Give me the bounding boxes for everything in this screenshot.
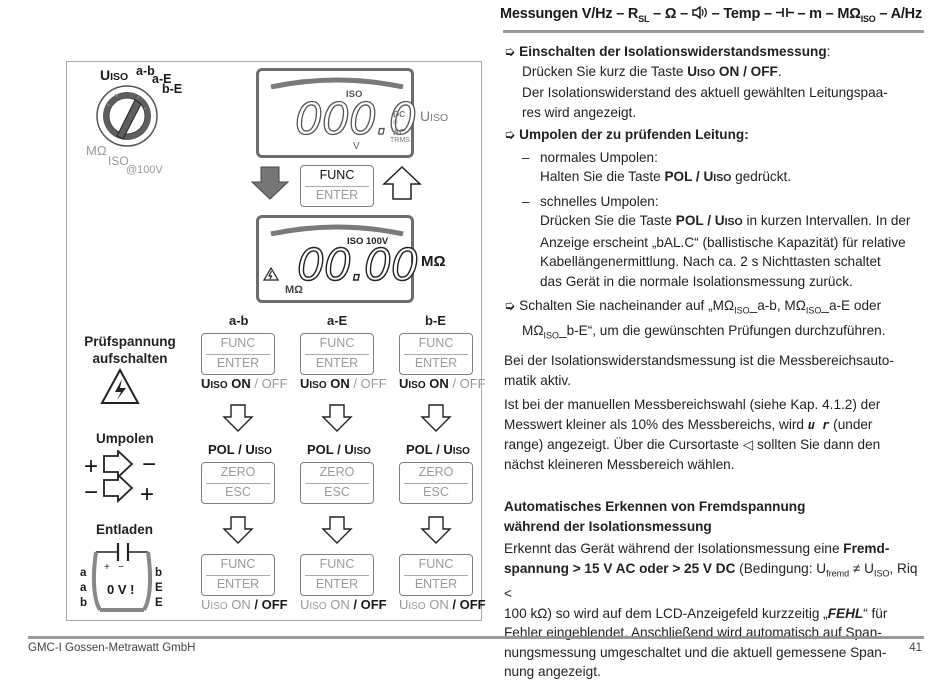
page-header-title: Messungen V/Hz – RSL – Ω – – Temp – – m … <box>500 5 922 24</box>
section-heading-fremdspannung: Automatisches Erkennen von Fremdspannung <box>504 499 806 515</box>
lcd2-digits: 00.00 <box>296 239 419 291</box>
uiso-on-label-ab: UISO ON / OFF <box>201 376 288 391</box>
reverse-polarity-icon: + − − + <box>84 450 156 506</box>
uiso-off-label-ae: UISO ON / OFF <box>300 597 387 612</box>
selector-label-mohm: MΩ <box>86 143 107 158</box>
entladen-label: Entladen <box>96 522 154 537</box>
right-letters: b E E <box>155 567 163 609</box>
zero-volt-label: 0 V ! <box>107 582 135 597</box>
selector-label-ab: a-b <box>136 64 155 78</box>
arrow-up-icon <box>382 165 422 200</box>
uiso-off-label-be: UISO ON / OFF <box>399 597 486 612</box>
umpolen-label: Umpolen <box>96 431 154 446</box>
svg-text:+: + <box>104 562 110 573</box>
high-voltage-warning-icon <box>263 267 279 281</box>
header-rule <box>503 30 924 33</box>
rotary-selector: UISO a-b a-E b-E MΩ ISO @100V <box>80 64 190 182</box>
lcd1-dc: DC <box>393 109 406 119</box>
triangle-bullet-icon: ➭ <box>504 127 520 142</box>
triangle-bullet-icon: ➭ <box>504 44 520 59</box>
arrow-down-outline-icon <box>420 404 452 432</box>
svg-text:+: + <box>84 453 98 480</box>
section-einschalten: ➭ Einschalten der Isolationswiderstandsm… <box>504 44 831 59</box>
lcd1-digits: 000.0 <box>294 93 417 145</box>
footer-company: GMC-I Gossen-Metrawatt GmbH <box>28 642 196 654</box>
uiso-on-label-be: UISO ON / OFF <box>399 376 486 391</box>
pol-uiso-label-be: POL / UISO <box>406 442 470 457</box>
arrow-down-outline-icon <box>321 404 353 432</box>
selector-knob-icon <box>96 85 158 147</box>
arrow-down-outline-icon <box>222 516 254 544</box>
lcd1-side-label: UISO <box>420 108 449 124</box>
svg-text:−: − <box>84 479 98 506</box>
column-label-ae: a-E <box>327 313 348 328</box>
lcd1-trms: TRMS <box>390 137 410 144</box>
page-number: 41 <box>909 642 922 654</box>
svg-text:+: + <box>140 481 154 506</box>
bargraph-arc <box>270 224 404 236</box>
lcd1-iso-label: ISO <box>346 89 363 100</box>
triangle-bullet-icon: ➭ <box>504 298 520 313</box>
buzzer-icon <box>692 5 707 20</box>
lcd2-iso100: ISO 100V <box>347 236 389 247</box>
uiso-on-label-ae: UISO ON / OFF <box>300 376 387 391</box>
selector-label-be: b-E <box>162 82 183 96</box>
capacitor-icon <box>775 8 794 17</box>
lcd1-ac: AC <box>393 127 406 137</box>
high-voltage-icon <box>100 368 140 404</box>
lcd1-unit-v: V <box>353 141 360 152</box>
lcd-display-voltage: ISO 000.0 V DC ≈ AC TRMS <box>256 68 418 158</box>
uiso-off-label-ab: UISO ON / OFF <box>201 597 288 612</box>
footer-rule <box>28 636 924 639</box>
operation-diagram <box>66 61 482 621</box>
bargraph-arc <box>270 77 404 89</box>
lcd1-wave: ≈ <box>393 117 398 127</box>
instructions-text: ➭ Einschalten der Isolationswiderstandsm… <box>504 42 922 682</box>
lcd2-unit: MΩ <box>285 284 303 296</box>
selector-label-100v: @100V <box>126 164 163 176</box>
pol-uiso-label-ae: POL / UISO <box>307 442 371 457</box>
selector-label-ae: a-E <box>152 72 172 86</box>
arrow-down-outline-icon <box>420 516 452 544</box>
left-letters: a a b <box>80 567 88 609</box>
lcd-display-resistance: ISO 100V 00.00 MΩ <box>256 215 420 303</box>
svg-text:−: − <box>142 451 156 478</box>
pol-uiso-label-ab: POL / UISO <box>208 442 272 457</box>
svg-text:−: − <box>118 562 124 573</box>
selector-label-iso: ISO <box>108 154 129 168</box>
lcd2-side-unit: MΩ <box>421 253 446 270</box>
column-label-ab: a-b <box>229 313 249 328</box>
selector-label-uiso: UISO <box>100 67 129 83</box>
discharge-diagram-icon: + − <box>91 543 153 612</box>
section-umpolen: ➭ Umpolen der zu prüfenden Leitung: <box>504 127 749 142</box>
column-label-be: b-E <box>425 313 446 328</box>
arrow-down-icon <box>250 166 290 200</box>
section-schalten: ➭ Schalten Sie nacheinander auf „MΩISO_a… <box>504 298 882 316</box>
func-enter-key[interactable]: FUNC ENTER <box>300 165 374 207</box>
arrow-down-outline-icon <box>321 516 353 544</box>
arrow-down-outline-icon <box>222 404 254 432</box>
